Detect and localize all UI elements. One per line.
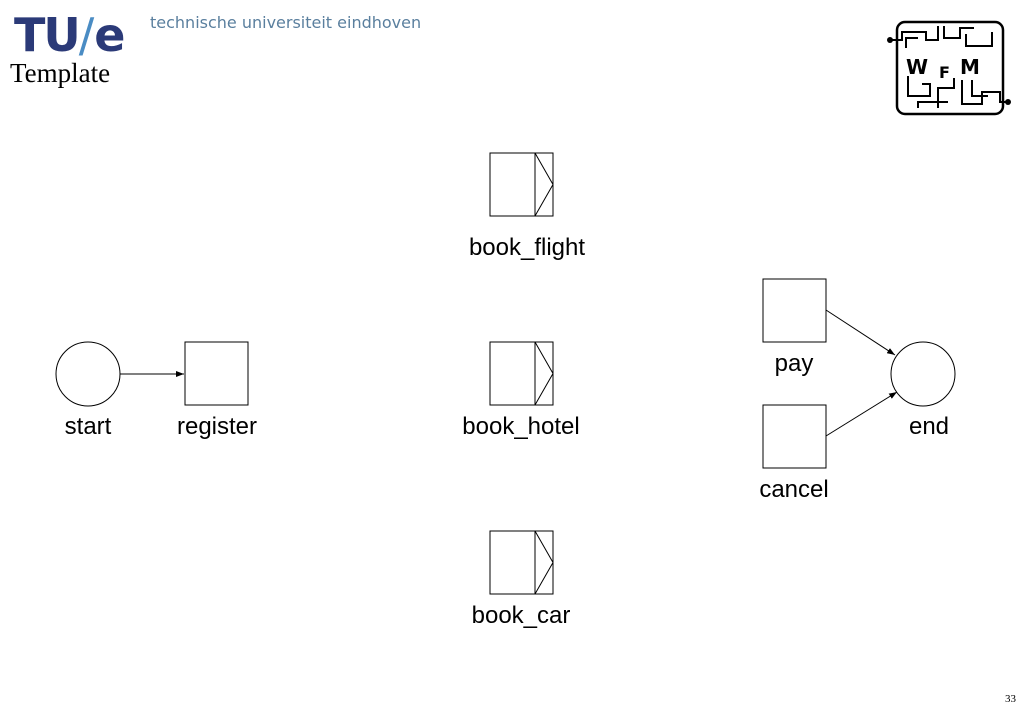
wfm-logo-w: W: [906, 55, 928, 79]
transition-pay: [762, 278, 827, 343]
transition-book-hotel-label: book_hotel: [462, 413, 579, 440]
tue-logo: TU/e: [14, 8, 125, 62]
arc-cancel-end: [825, 391, 898, 437]
page-title: Template: [10, 58, 111, 88]
transition-book-flight: [489, 152, 554, 217]
university-name: technische universiteit eindhoven: [150, 13, 422, 32]
wfm-logo: W F M: [887, 20, 1011, 116]
transition-register-label: register: [177, 413, 257, 440]
place-end-label: end: [909, 413, 949, 440]
transition-register: [184, 341, 249, 406]
page-number: 33: [1005, 693, 1016, 705]
wfm-logo-m: M: [960, 55, 980, 79]
transition-cancel-label: cancel: [759, 476, 828, 503]
transition-book-car: [489, 530, 554, 595]
place-end: [890, 341, 956, 407]
place-start-label: start: [65, 413, 112, 440]
transition-cancel: [762, 404, 827, 469]
tue-logo-slash: /: [78, 8, 95, 62]
transition-book-hotel: [489, 341, 554, 406]
wfm-logo-f: F: [939, 63, 950, 82]
place-start: [55, 341, 121, 407]
transition-pay-label: pay: [775, 350, 814, 377]
transition-book-car-label: book_car: [472, 602, 571, 629]
transition-book-flight-label: book_flight: [469, 234, 585, 261]
tue-logo-e: e: [94, 8, 126, 62]
tue-logo-tu: TU: [14, 8, 81, 62]
arc-pay-end: [825, 309, 896, 356]
